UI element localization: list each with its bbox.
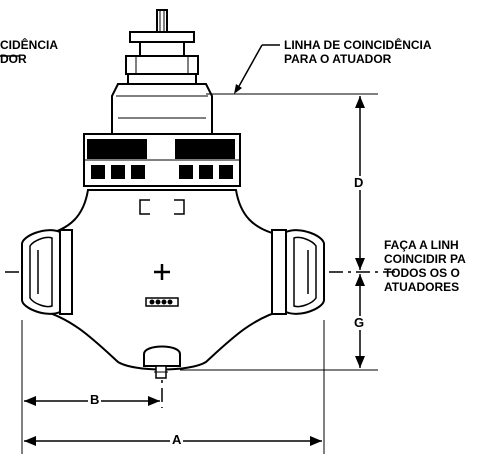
bonnet bbox=[111, 83, 213, 135]
right-label-line4: ATUADORES bbox=[384, 280, 460, 294]
top-right-label-line1: LINHA DE COINCIDÊNCIA bbox=[284, 38, 432, 52]
top-right-label-line2: PARA O ATUADOR bbox=[284, 52, 392, 66]
top-left-label-line2: DOR bbox=[0, 52, 27, 66]
dimension-d-label: D bbox=[352, 175, 366, 190]
left-end-flange bbox=[21, 229, 73, 315]
bottom-drain bbox=[143, 345, 181, 379]
body-flange bbox=[83, 133, 241, 187]
dimension-a-label: A bbox=[170, 432, 184, 447]
dimension-b-label: B bbox=[88, 392, 102, 407]
dimension-g-label: G bbox=[352, 315, 367, 330]
right-label-line2: COINCIDIR PA bbox=[384, 252, 466, 266]
cast-mark bbox=[139, 199, 185, 215]
right-label-line3: TODOS OS O bbox=[384, 266, 460, 280]
right-end-flange bbox=[271, 229, 325, 315]
leader-top-right bbox=[234, 44, 280, 94]
packing-flange bbox=[125, 31, 199, 85]
valve-stem bbox=[156, 9, 168, 33]
top-left-label-line1: CIDÊNCIA bbox=[0, 38, 59, 52]
nameplate bbox=[145, 297, 179, 307]
right-label-line1: FAÇA A LINH bbox=[384, 238, 459, 252]
